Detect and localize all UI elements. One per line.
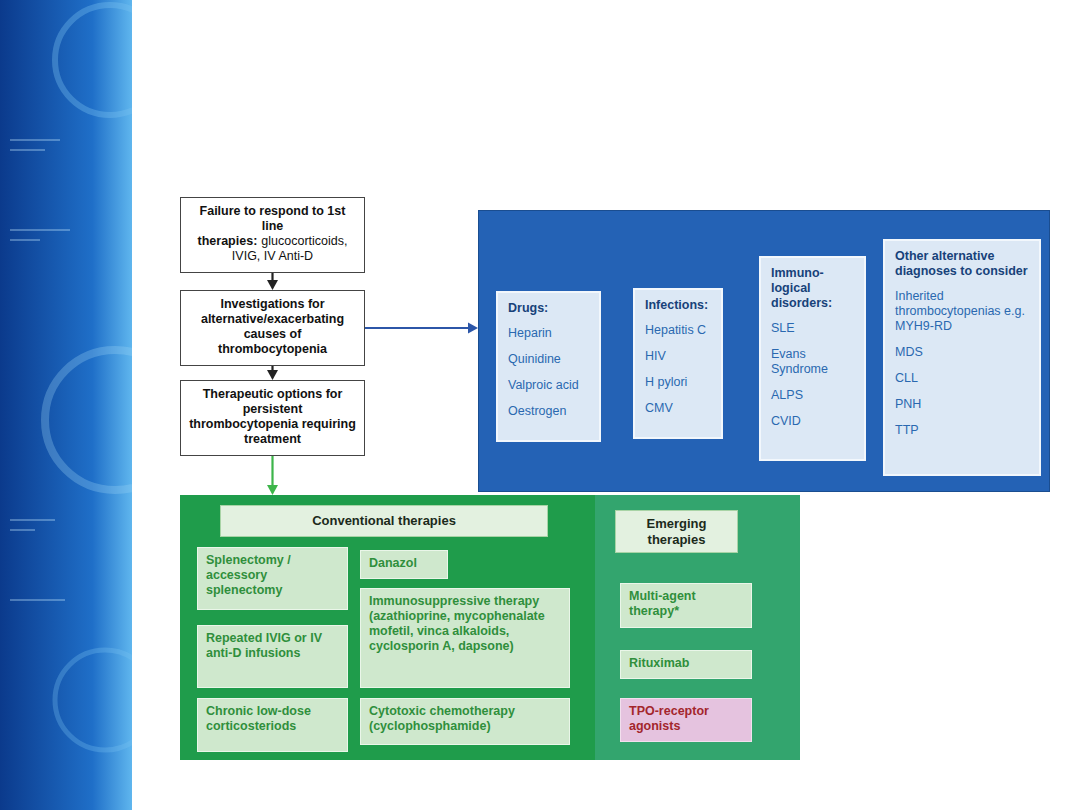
strip-circle [55,5,132,115]
therapy-box: Chronic low-dose corticosteriods [197,698,348,752]
box-item: Valproic acid [508,378,589,393]
arrow-head [267,280,278,290]
box-text: Emerging therapies [615,510,738,553]
arrow-head [267,370,278,380]
flow-arrow [267,366,278,380]
box-item: PNH [895,397,1029,412]
arrow-line [365,327,470,329]
flow-arrow [267,273,278,290]
therapy-box: Splenectomy / accessory splenectomy [197,547,348,610]
box-text: Chronic low-dose corticosteriods [206,704,339,734]
cause-list-box: Immuno- logical disorders: SLE Evans Syndr… [759,256,866,461]
box-item: HIV [645,349,711,364]
box-text: Repeated IVIG or IV anti-D infusions [206,631,339,661]
process-box: Therapeutic options for persistent throm… [180,380,365,456]
box-text: Rituximab [629,656,743,671]
box-item: Oestrogen [508,404,589,419]
box-item: H pylori [645,375,711,390]
box-text: Infections: [645,298,711,313]
box-item: Quinidine [508,352,589,367]
box-text: Splenectomy / accessory splenectomy [206,553,339,598]
box-item: CVID [771,414,854,429]
box-item: Hepatitis C [645,323,711,338]
strip-lines [10,140,70,600]
arrow-line [271,273,273,282]
box-text: Investigations for alternative/exacerbat… [189,297,356,357]
box-text: Immunosuppressive therapy (azathioprine,… [369,594,561,654]
box-text: Conventional therapies [220,505,548,537]
box-item: ALPS [771,388,854,403]
box-item: CMV [645,401,711,416]
box-item: MDS [895,345,1029,360]
box-item: SLE [771,321,854,336]
therapy-box: Rituximab [620,650,752,679]
flow-arrow [267,456,278,495]
therapy-box: TPO-receptor agonists [620,698,752,742]
process-box: Investigations for alternative/exacerbat… [180,290,365,366]
box-item: CLL [895,371,1029,386]
cause-list-box: Infections: Hepatitis C HIV H pyloriCMV [633,288,723,439]
flow-arrow [365,323,478,334]
therapy-panel: Conventional therapiesSplenectomy / acce… [180,495,800,760]
cause-list-box: Other alternative diagnoses to considerI… [883,239,1041,476]
causes-panel: Drugs: HeparinQuinidineValproic acidOestr… [478,210,1050,492]
box-text: Other alternative diagnoses to consider [895,249,1029,279]
strip-ground [0,0,132,810]
box-text: Drugs: [508,301,589,316]
arrow-head [468,323,478,334]
therapy-box: Cytotoxic chemotherapy (cyclophosphamide… [360,698,570,745]
therapy-box: Multi-agent therapy* [620,583,752,628]
box-text: Cytotoxic chemotherapy (cyclophosphamide… [369,704,561,734]
box-item: TTP [895,423,1029,438]
box-item: Evans Syndrome [771,347,854,377]
therapy-box: Immunosuppressive therapy (azathioprine,… [360,588,570,688]
cause-list-box: Drugs: HeparinQuinidineValproic acidOestr… [496,291,601,442]
box-text: Immuno- logical disorders: [771,266,854,311]
process-box: Failure to respond to 1st line therapies… [180,197,365,273]
box-text: Therapeutic options for persistent throm… [189,387,356,447]
box-text: Danazol [369,556,439,571]
background-strip [0,0,132,810]
therapy-box: Danazol [360,550,448,579]
box-text: Multi-agent therapy* [629,589,743,619]
arrow-line [271,366,273,372]
arrow-head [267,485,278,495]
arrow-line [271,456,273,487]
box-item: Inherited thrombocytopenias e.g. MYH9-RD [895,289,1029,334]
box-text: TPO-receptor agonists [629,704,743,734]
therapy-group: Emerging therapiesMulti-agent therapy* Ri… [595,495,800,760]
box-item: Heparin [508,326,589,341]
strip-circle [45,350,132,490]
therapy-group: Conventional therapiesSplenectomy / acce… [180,495,595,760]
therapy-box: Repeated IVIG or IV anti-D infusions [197,625,348,688]
strip-circle [55,650,132,750]
